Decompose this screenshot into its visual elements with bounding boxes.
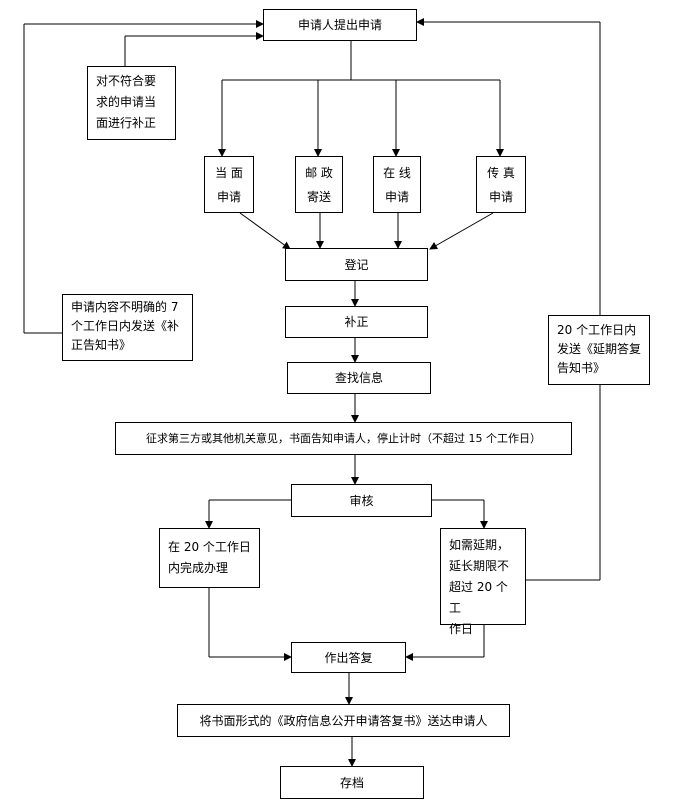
- node-apply-label: 申请人提出申请: [297, 18, 382, 32]
- node-reply-label: 作出答复: [324, 650, 373, 665]
- line-2: 申请: [216, 189, 241, 204]
- node-fax: 传 真 申请: [476, 156, 526, 213]
- line-1: 在 20 个工作日: [168, 540, 251, 554]
- node-online: 在 线 申请: [373, 156, 421, 213]
- line-2: 申请: [384, 189, 409, 204]
- node-correction-label: 补正: [344, 315, 369, 329]
- node-extension: 如需延期， 延长期限不 超过 20 个工 作日: [440, 528, 526, 636]
- line-3: 正告知书》: [71, 338, 132, 352]
- arrow-fax-to-register: [429, 212, 494, 250]
- arrow-in-person-to-register: [239, 212, 291, 250]
- node-reply: 作出答复: [291, 642, 406, 673]
- node-review: 审核: [291, 484, 432, 517]
- line-1: 当 面: [215, 165, 243, 180]
- node-unclear-notice: 申请内容不明确的 7 个工作日内发送《补 正告知书》: [62, 294, 193, 361]
- line-1: 申请内容不明确的 7: [71, 300, 179, 314]
- node-in-person: 当 面 申请: [204, 156, 254, 213]
- line-2: 寄送: [306, 189, 331, 204]
- line-4: 作日: [449, 622, 474, 636]
- node-search-info: 查找信息: [287, 362, 431, 394]
- line-2: 个工作日内发送《补: [71, 319, 180, 333]
- node-deliver-label: 将书面形式的《政府信息公开申请答复书》送达申请人: [199, 713, 488, 728]
- node-third-party-label: 征求第三方或其他机关意见，书面告知申请人，停止计时（不超过 15 个工作日）: [146, 431, 541, 445]
- line-1: 邮 政: [305, 165, 333, 180]
- line-1: 对不符合要: [96, 74, 157, 88]
- node-apply: 申请人提出申请: [263, 9, 417, 41]
- line-2: 申请: [488, 189, 513, 204]
- node-supplement-onsite: 对不符合要 求的申请当 面进行补正: [87, 66, 176, 140]
- node-by-mail: 邮 政 寄送: [295, 156, 343, 213]
- line-3: 告知书》: [557, 361, 606, 375]
- line-1: 在 线: [383, 165, 411, 180]
- line-3: 面进行补正: [96, 116, 157, 130]
- node-complete-20: 在 20 个工作日 内完成办理: [159, 528, 260, 588]
- node-register: 登记: [285, 248, 428, 281]
- node-deliver: 将书面形式的《政府信息公开申请答复书》送达申请人: [177, 704, 510, 737]
- line-2: 延长期限不: [449, 559, 510, 573]
- node-archive: 存档: [280, 766, 424, 799]
- node-correction: 补正: [285, 306, 428, 338]
- node-review-label: 审核: [349, 493, 374, 508]
- node-archive-label: 存档: [339, 775, 364, 790]
- line-2: 内完成办理: [168, 561, 229, 575]
- node-extend-notice: 20 个工作日内 发送《延期答复 告知书》: [548, 315, 650, 385]
- line-1: 传 真: [487, 165, 515, 180]
- line-2: 求的申请当: [96, 95, 157, 109]
- node-third-party: 征求第三方或其他机关意见，书面告知申请人，停止计时（不超过 15 个工作日）: [115, 422, 572, 455]
- line-1: 20 个工作日内: [557, 323, 637, 337]
- node-search-info-label: 查找信息: [334, 371, 383, 385]
- line-2: 发送《延期答复: [557, 342, 642, 356]
- line-1: 如需延期，: [449, 538, 510, 552]
- line-3: 超过 20 个工: [449, 580, 508, 615]
- node-register-label: 登记: [344, 257, 369, 272]
